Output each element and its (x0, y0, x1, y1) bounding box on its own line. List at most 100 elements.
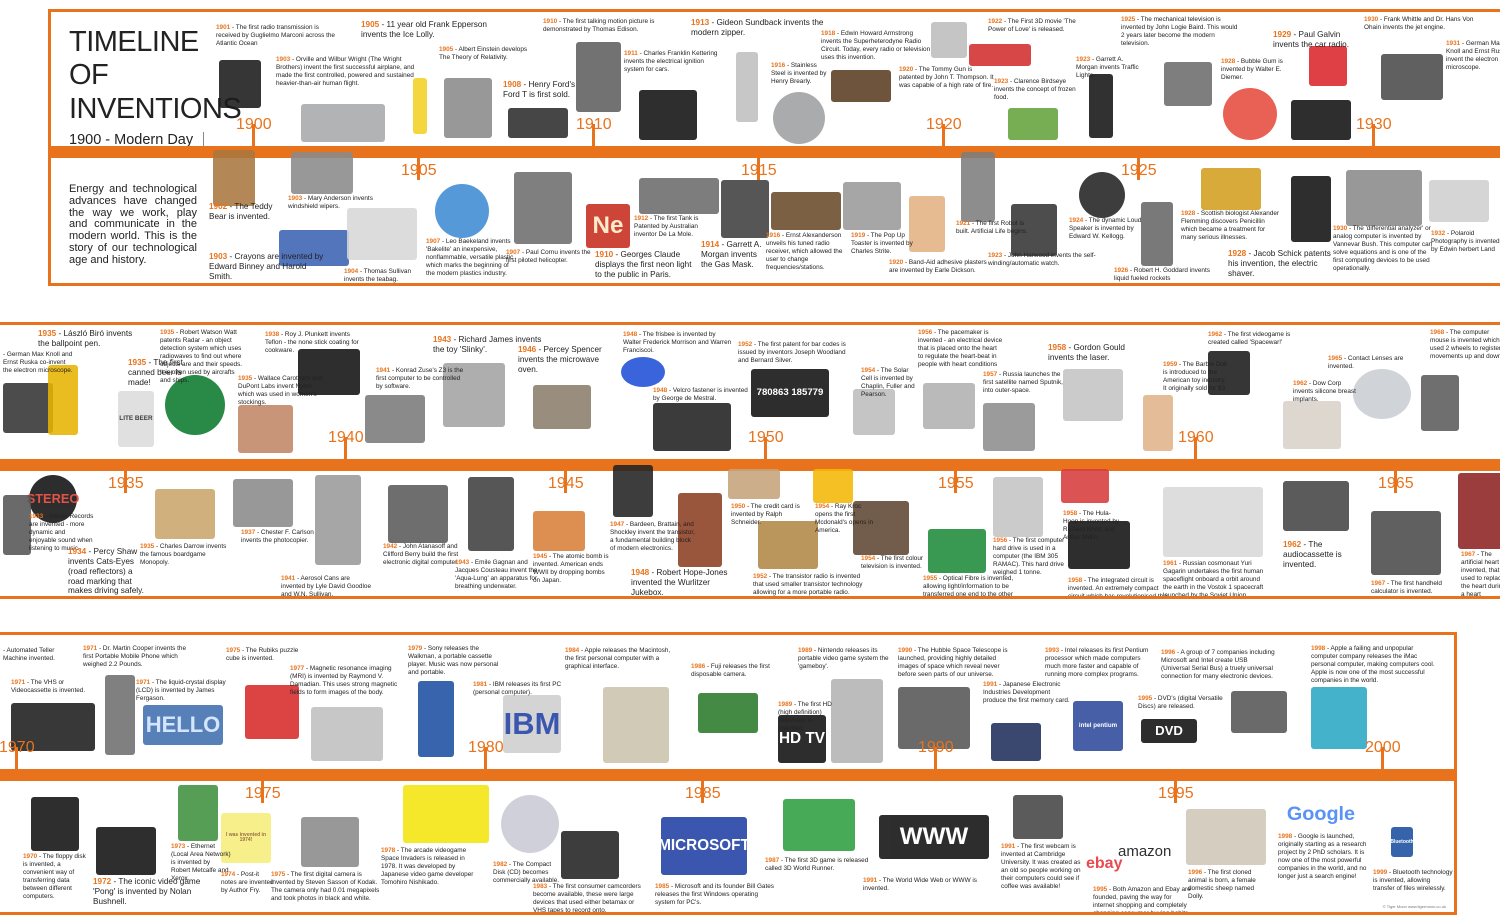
www-logo-label: WWW (899, 822, 969, 850)
beer-can-image: LITE BEER (118, 391, 154, 447)
event-e1956b: 1956 - The first computer hard drive is … (993, 537, 1068, 577)
event-e1930b: 1930 - The 'differential analyzer' or an… (1333, 225, 1433, 273)
radar-image (165, 375, 225, 435)
calculator-image (1371, 511, 1441, 575)
event-text: - Nintendo releases its portable video g… (798, 647, 889, 670)
event-year: 1914 (701, 240, 720, 249)
event-year: 1954 (861, 555, 876, 562)
event-year: 1957 (983, 371, 998, 378)
event-year: 1975 (271, 871, 286, 878)
ford-t-image (508, 108, 568, 138)
dvd-logo-icon: DVD (1141, 719, 1197, 743)
hd-tv-icon: HD TV (778, 715, 826, 763)
hd-tv-label: HD TV (778, 730, 826, 748)
gas-mask-image (721, 180, 769, 238)
event-text: - The World Wide Web or WWW is invented. (863, 877, 977, 892)
event-e1945: 1945 - The atomic bomb is invented. Amer… (533, 553, 613, 585)
event-year: 1991 (863, 877, 878, 884)
event-e1954b: 1954 - Ray Kroc opens the first Mcdonald… (815, 503, 880, 535)
event-year: 1903 (288, 195, 303, 202)
event-year: 1950 (731, 503, 746, 510)
event-e1903a: 1903 - Orville and Wilbur Wright (The Wr… (276, 56, 416, 88)
event-text: - John Harwood invents the self-winding/… (988, 252, 1096, 267)
event-text: - Intel releases its first Pentium proce… (1045, 647, 1149, 678)
year-label-1960: 1960 (1178, 429, 1214, 446)
audiocassette-image (1283, 481, 1349, 531)
disposable-camera-image (698, 693, 758, 733)
tick-1925 (1137, 156, 1140, 180)
event-text: - German Max Knoll and Ernst Ruska co-in… (3, 351, 73, 374)
event-e1971c: 1971 - The liquid-crystal display (LCD) … (136, 679, 226, 703)
event-e1935a: 1935 - László Biró invents the ballpoint… (38, 329, 138, 349)
tick-1910 (592, 124, 595, 148)
event-e1907b: 1907 - Paul Cornu invents the first pilo… (506, 249, 591, 265)
event-e1969: - Automated Teller Machine invented. (3, 647, 68, 663)
event-text: - Richard James invents the toy 'Slinky'… (433, 335, 542, 354)
ibm-pc-label: IBM (503, 705, 561, 741)
event-e1924: 1924 - The dynamic Loud Speaker is inven… (1069, 217, 1149, 241)
year-label-1905: 1905 (401, 162, 437, 179)
amazon-label: amazon (1118, 843, 1172, 860)
helicopter-image (514, 172, 572, 244)
event-year: 1901 (216, 24, 231, 31)
event-e1922: 1922 - The First 3D movie 'The Power of … (988, 18, 1078, 34)
event-e1955: 1955 - Optical Fibre is invented, allowi… (923, 575, 1018, 596)
walkman-image (418, 681, 454, 757)
event-year: 1913 (691, 18, 710, 27)
event-text: - Orville and Wilbur Wright (The Wright … (276, 56, 415, 87)
event-e1971b: 1971 - Dr. Martin Cooper invents the fir… (83, 645, 198, 669)
event-e1905b: 1905 - Albert Einstein develops The Theo… (439, 46, 529, 62)
event-e1931b: - German Max Knoll and Ernst Ruska co-in… (3, 351, 73, 375)
year-label-1935: 1935 (108, 475, 144, 492)
event-year: 1962 (1208, 331, 1223, 338)
event-e1930a: 1930 - Frank Whittle and Dr. Hans Von Oh… (1364, 16, 1474, 32)
year-label-1910: 1910 (576, 116, 612, 133)
event-e1950: 1950 - The credit card is invented by Ra… (731, 503, 811, 527)
pong-screen-image (96, 827, 156, 875)
event-e1990a: 1990 - The Hubble Space Telescope is lau… (898, 647, 1008, 679)
event-year: 1930 (1333, 225, 1348, 232)
event-e1923c: 1923 - John Harwood invents the self-win… (988, 252, 1113, 268)
event-text: - Russia launches the first satellite na… (983, 371, 1063, 394)
artificial-heart-image (1458, 473, 1500, 549)
year-label-1965: 1965 (1378, 475, 1414, 492)
event-e1947: 1947 - Bardeen, Brattain, and Shockley i… (610, 521, 695, 553)
film-reel-image (576, 42, 621, 112)
event-year: 1990 (898, 647, 913, 654)
event-year: 1971 (136, 679, 151, 686)
car-ignition-image (639, 90, 697, 140)
vhs-tape-image (11, 703, 95, 751)
event-year: 1967 (1371, 580, 1386, 587)
dolly-sheep-image (1186, 809, 1266, 865)
event-e1978: 1978 - The arcade videogame Space Invade… (381, 847, 481, 887)
rubiks-cube-image (245, 685, 299, 739)
event-e1954c: 1954 - The first colour television is in… (861, 555, 936, 571)
gum-balls-image (1223, 88, 1277, 140)
event-year: 1979 (408, 645, 423, 652)
title-line-2: INVENTIONS (69, 92, 242, 125)
dvd-logo-label: DVD (1155, 723, 1183, 739)
event-year: 1983 (533, 883, 548, 890)
hairdryer-image (931, 22, 967, 58)
event-e1998a: 1998 - Apple a failing and unpopular com… (1311, 645, 1441, 685)
year-label-1985: 1985 (685, 785, 721, 802)
event-year: 1958 (1048, 343, 1067, 352)
event-year: 1916 (771, 62, 786, 69)
event-e1912: 1912 - The first Tank is Patented by Aus… (634, 215, 709, 239)
year-label-1925: 1925 (1121, 162, 1157, 179)
event-year: 1928 (1221, 58, 1236, 65)
teddy-bear-image (213, 150, 255, 206)
tick-2000 (1381, 747, 1384, 771)
event-year: 1952 (738, 341, 753, 348)
event-e1928c: 1928 - Jacob Schick patents his inventio… (1228, 249, 1333, 279)
event-text: - The Solar Cell is invented by Chaplin,… (861, 367, 915, 398)
event-year: 1935 (238, 375, 253, 382)
event-e1948a: 1948 - The frisbee is invented by Walter… (623, 331, 733, 355)
event-text: - The dynamic Loud Speaker is invented b… (1069, 217, 1142, 240)
event-text: - The first consumer camcorders become a… (533, 883, 641, 914)
music-notes-icon (1309, 46, 1347, 86)
event-e1995a: 1995 - DVD's (digital Versatile Discs) a… (1138, 695, 1238, 711)
computer-mouse-image (1421, 375, 1459, 431)
aerosol-can-image (315, 475, 361, 565)
velcro-image (653, 403, 731, 451)
